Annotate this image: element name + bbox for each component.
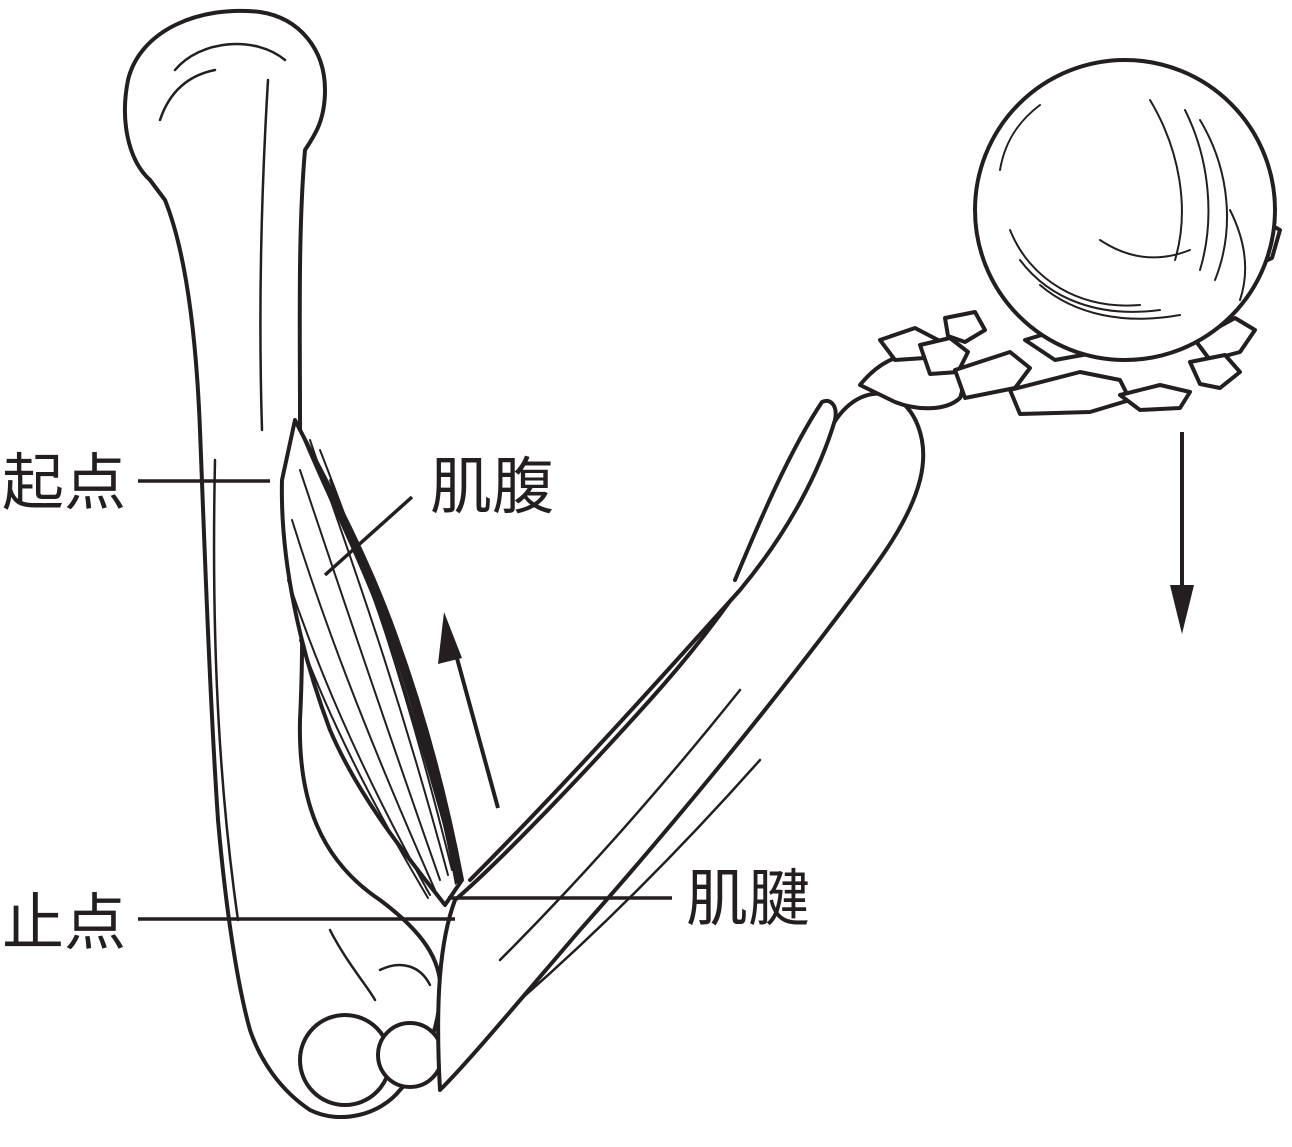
humerus-bone [122, 8, 444, 1119]
label-muscle-belly: 肌腹 [430, 450, 555, 523]
ball-load [973, 58, 1277, 362]
label-origin: 起点 [2, 446, 127, 519]
arrow-down-icon [1170, 432, 1194, 634]
arrow-up-icon [438, 612, 500, 809]
hand-bones [858, 218, 1282, 416]
label-insertion: 止点 [2, 886, 127, 959]
leader-line-belly [323, 495, 414, 577]
label-tendon: 肌腱 [686, 862, 811, 935]
biceps-muscle [279, 418, 464, 907]
